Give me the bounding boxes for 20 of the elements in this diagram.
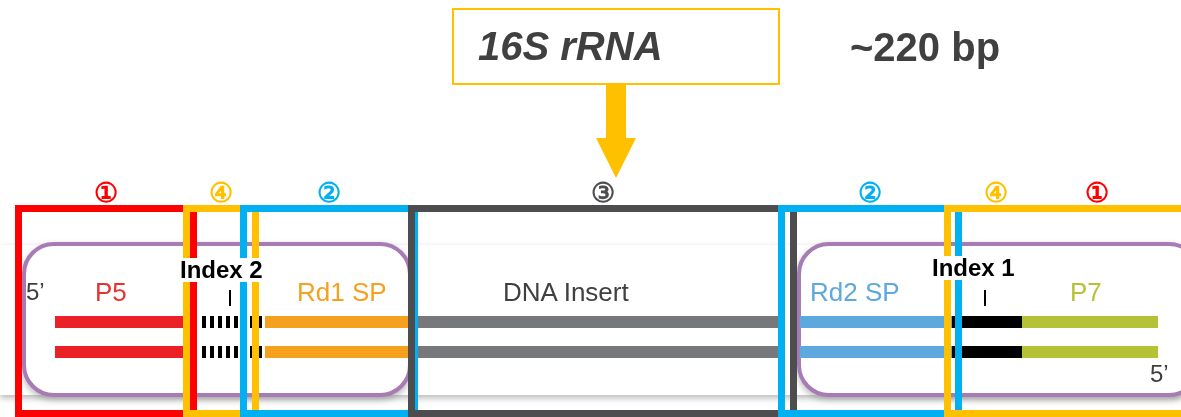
circled-number: ④	[984, 180, 1008, 207]
circled-number: ④	[209, 180, 233, 207]
segment-label: Rd2 SP	[810, 279, 900, 305]
segment-label: Index 1	[932, 256, 1015, 280]
label-box	[452, 8, 780, 85]
circled-number: ②	[317, 180, 341, 207]
segment-label: DNA Insert	[503, 279, 629, 305]
strand-end-label: 5’	[1150, 362, 1169, 386]
segment-label: Rd1 SP	[297, 279, 387, 305]
circled-number: ①	[94, 180, 118, 207]
box-title: 16S rRNA	[478, 26, 663, 66]
arrow	[596, 85, 636, 178]
circled-number: ①	[1085, 180, 1109, 207]
length-label: ~220 bp	[850, 27, 1001, 67]
circled-number: ②	[858, 180, 882, 207]
segment-label: P5	[95, 279, 127, 305]
segment-label: P7	[1070, 279, 1102, 305]
strand-end-label: 5’	[26, 280, 45, 304]
circled-number: ③	[590, 180, 615, 207]
segment-label: Index 2	[180, 258, 263, 282]
